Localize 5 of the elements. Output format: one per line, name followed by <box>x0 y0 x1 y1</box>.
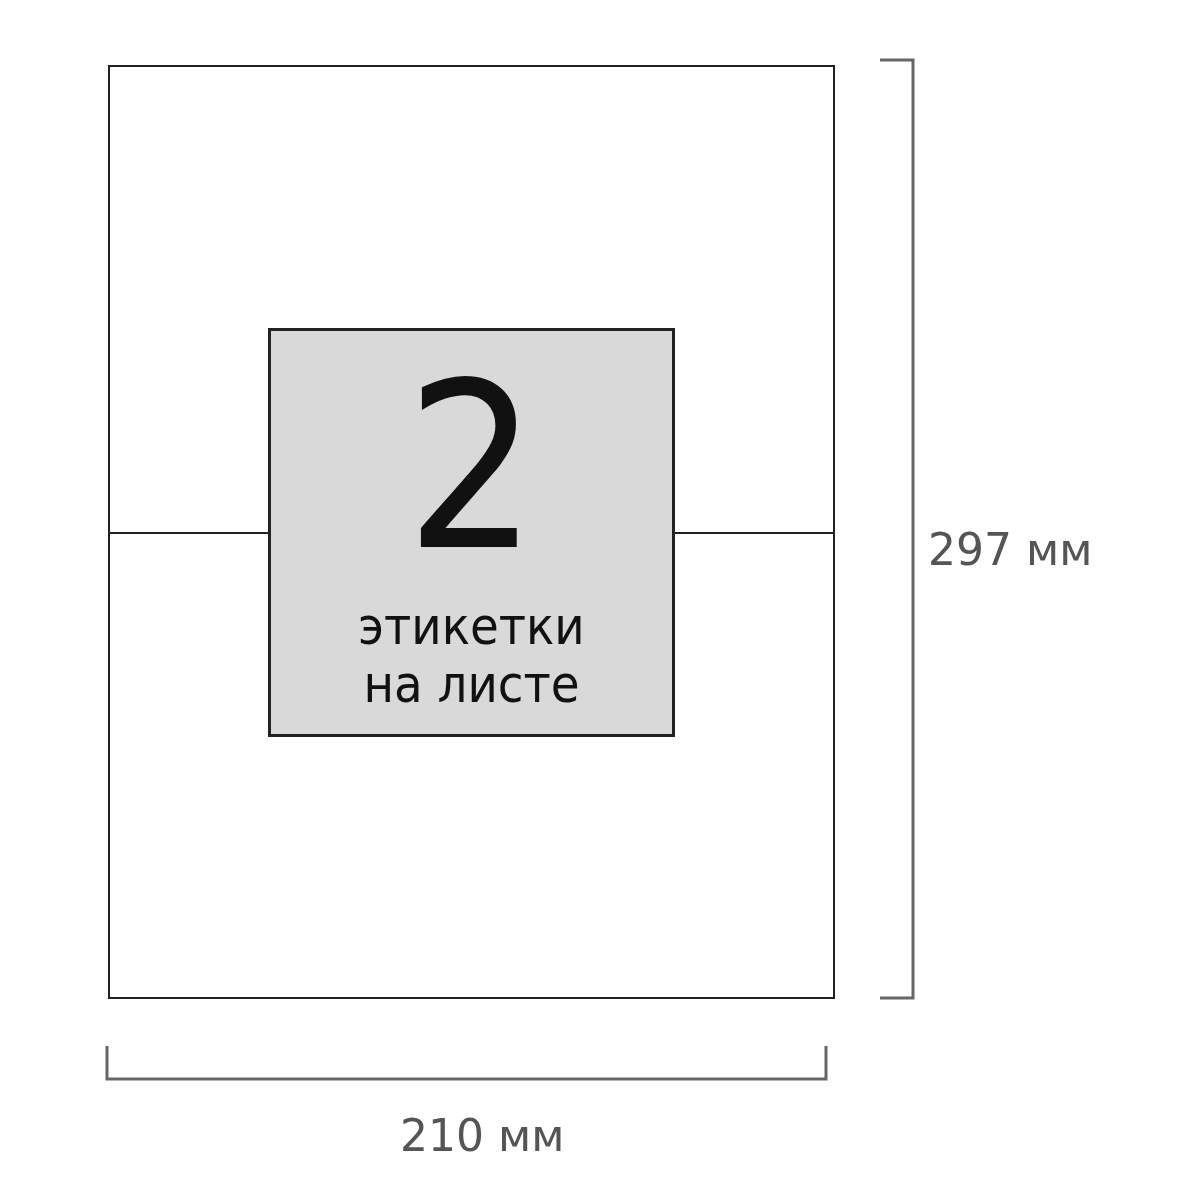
label-count: 2 <box>405 353 538 583</box>
info-panel <box>268 328 675 737</box>
dimension-label: 210 мм <box>400 1110 565 1161</box>
dimension-label: 297 мм <box>928 524 1093 575</box>
caption-text: этикетки на листе <box>357 597 586 714</box>
